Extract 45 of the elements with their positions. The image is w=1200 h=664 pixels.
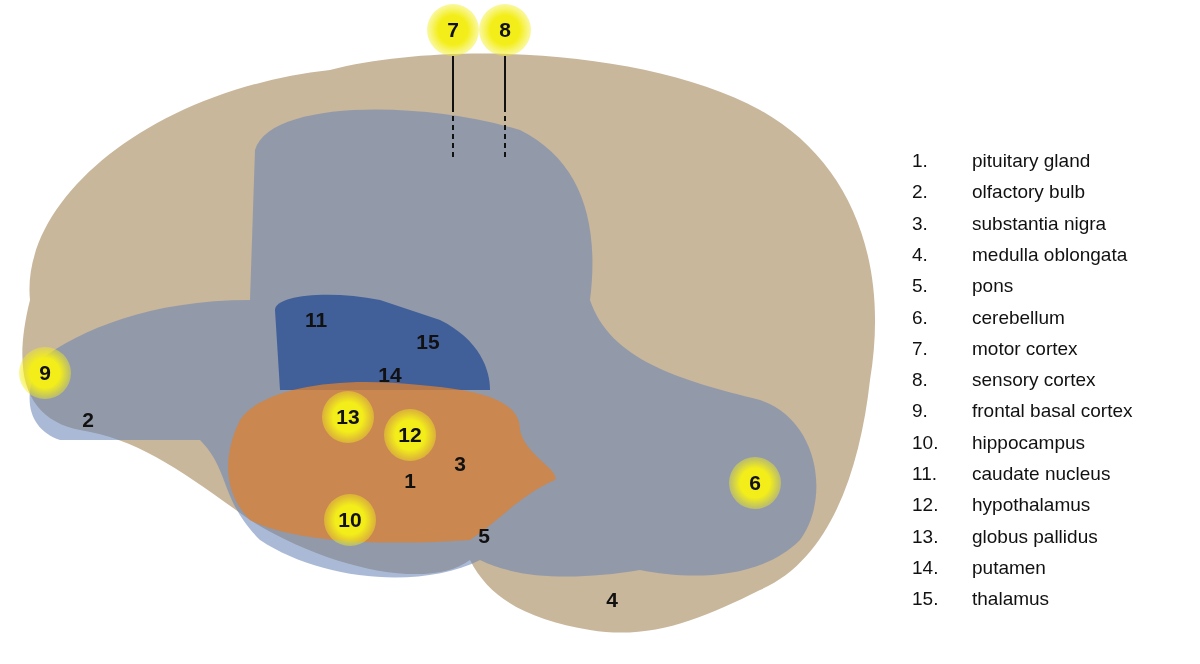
key-entry-name: pituitary gland [972,150,1091,172]
highlight-marker: 12 [384,409,436,461]
highlight-marker: 7 [427,4,479,56]
callout-number: 15 [416,330,440,354]
key-entry-number: 10. [912,431,939,454]
highlight-marker: 8 [479,4,531,56]
highlight-marker: 13 [322,391,374,443]
key-entry-name: pons [972,275,1014,298]
key-entry-number: 4. [912,243,928,266]
key-entry-name: olfactory bulb [972,181,1085,204]
key-entry-name: caudate nucleus [972,463,1111,485]
key-entry-name: putamen [972,556,1046,579]
key-entry-number: 13. [912,525,939,548]
callout-number: 2 [82,408,94,432]
callout-number: 4 [606,588,618,612]
key-entry-name: hippocampus [972,431,1086,454]
callout-number: 3 [454,452,466,476]
key-entry-name: substantia nigra [972,212,1107,235]
key-entry-number: 12. [912,494,939,517]
callout-number: 1 [404,469,416,493]
key-entry-number: 2. [912,181,928,204]
key-entry-name: globus pallidus [972,525,1098,548]
key-entry-number: 5. [912,275,928,298]
key-entry-number: 9. [912,400,928,423]
key-entry-number: 15. [912,588,939,611]
key-entry-name: frontal basal cortex [972,400,1133,423]
key-entry-name: hypothalamus [972,494,1091,517]
key-entry-name: medulla oblongata [972,243,1128,266]
callout-number: 11 [304,308,328,332]
key-entry-number: 3. [912,212,928,235]
callout-number: 5 [478,524,490,548]
key-entry-name: sensory cortex [972,369,1096,392]
key-entry-number: 11. [912,463,937,485]
key-entry-name: thalamus [972,588,1050,611]
highlight-marker: 9 [19,347,71,399]
highlight-marker: 10 [324,494,376,546]
callout-number: 14 [378,363,402,387]
key-entry-name: motor cortex [972,337,1078,360]
highlight-marker: 6 [729,457,781,509]
key-entry-number: 7. [912,337,928,360]
key-entry-number: 1. [912,150,928,172]
key-entry-number: 8. [912,369,928,392]
key-entry-number: 6. [912,306,928,329]
key-entry-number: 14. [912,556,939,579]
key-entry-name: cerebellum [972,306,1065,329]
